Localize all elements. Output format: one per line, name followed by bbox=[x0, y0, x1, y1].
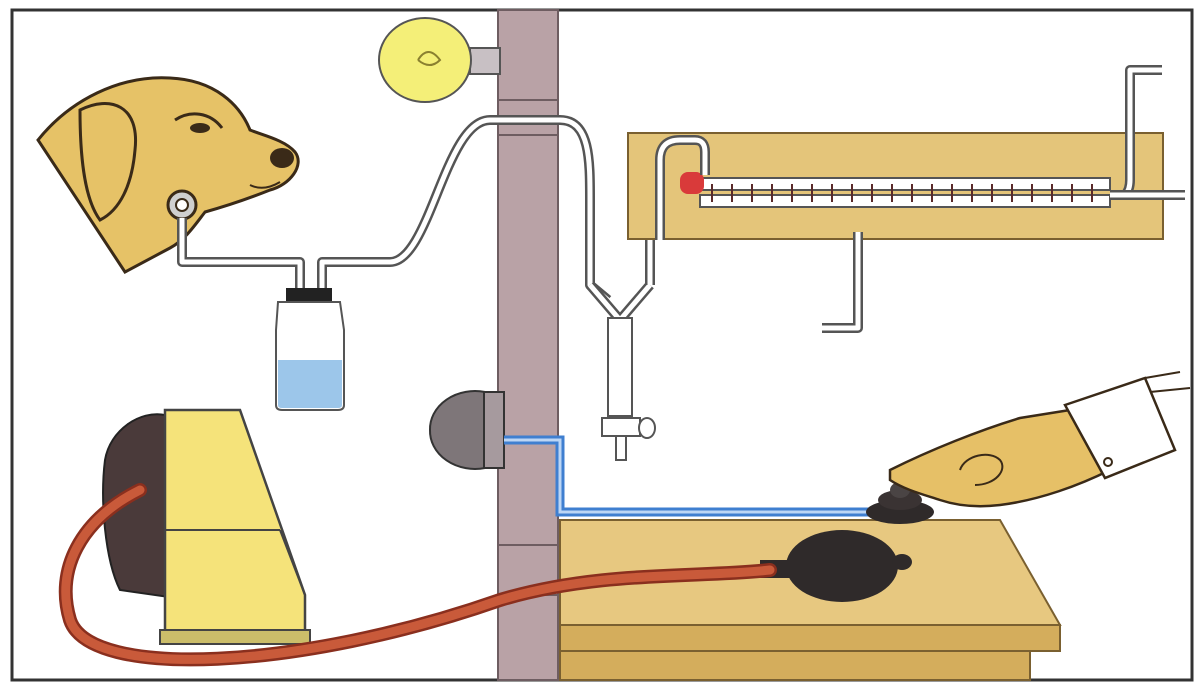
measuring-scale bbox=[628, 70, 1185, 328]
partition-wall bbox=[498, 10, 558, 680]
hand-icon bbox=[890, 372, 1190, 506]
dog-icon bbox=[38, 78, 298, 272]
collection-bottle bbox=[276, 288, 344, 410]
food-feeder bbox=[430, 391, 504, 469]
y-connector-stopcock bbox=[590, 240, 655, 460]
light-bulb-icon bbox=[379, 18, 500, 102]
metronome-icon bbox=[103, 410, 310, 644]
pneumatic-tube bbox=[504, 440, 880, 512]
